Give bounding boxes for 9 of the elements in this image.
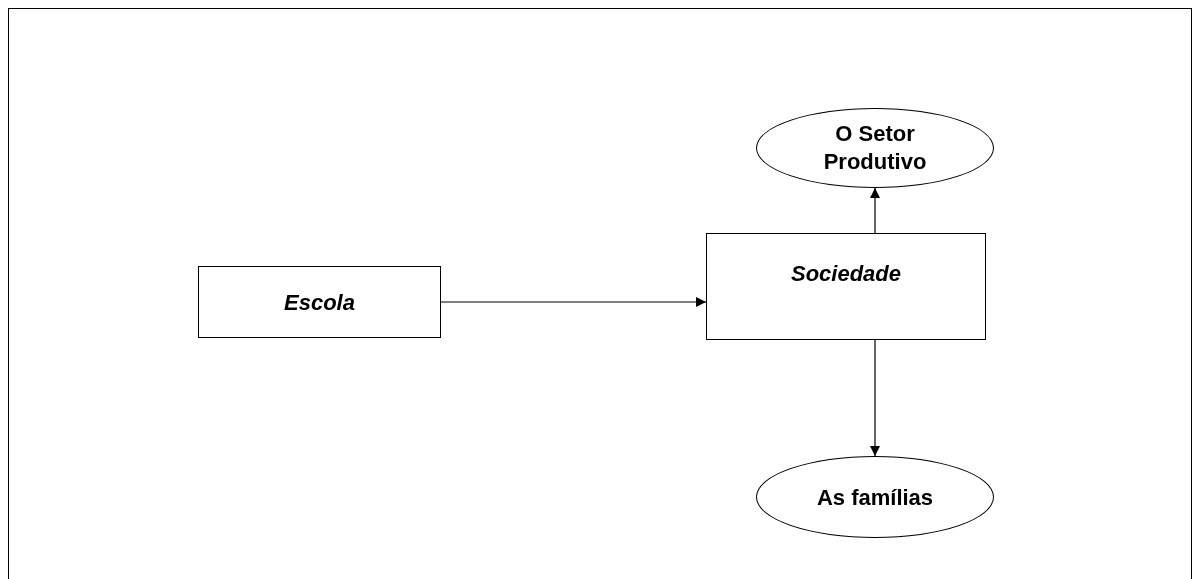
- node-label: O Setor Produtivo: [822, 120, 928, 176]
- node-label: Sociedade: [790, 260, 901, 288]
- arrow: [440, 297, 707, 307]
- arrow: [870, 187, 880, 234]
- arrow: [870, 339, 880, 457]
- process-box: [198, 266, 441, 338]
- node-label: Escola: [284, 288, 355, 317]
- node-label: As famílias: [816, 483, 934, 512]
- process-box: [706, 233, 986, 340]
